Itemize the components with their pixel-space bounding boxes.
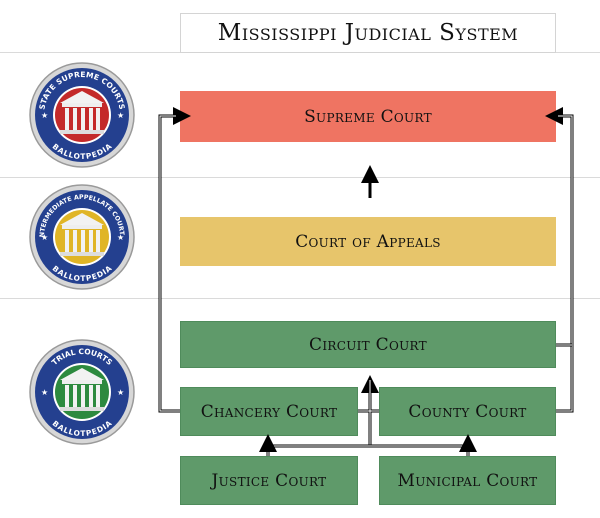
court-of-appeals-box: Court of Appeals (180, 217, 556, 266)
divider-line-middle (0, 177, 600, 178)
divider-line-top (0, 52, 180, 53)
svg-text:★: ★ (41, 388, 48, 397)
page-title: Mississippi Judicial System (180, 13, 556, 53)
justice-court-box: Justice Court (180, 456, 358, 505)
svg-text:★: ★ (117, 388, 124, 397)
svg-text:★: ★ (41, 111, 48, 120)
svg-text:★: ★ (117, 111, 124, 120)
supreme-court-box: Supreme Court (180, 91, 556, 142)
state-supreme-courts-badge: STATE SUPREME COURTS BALLOTPEDIA ★ ★ (29, 62, 135, 168)
chancery-court-box: Chancery Court (180, 387, 358, 436)
intermediate-appellate-courts-badge: INTERMEDIATE APPELLATE COURTS BALLOTPEDI… (29, 184, 135, 290)
municipal-court-box: Municipal Court (379, 456, 556, 505)
svg-text:★: ★ (41, 233, 48, 242)
divider-line-top-right (555, 52, 600, 53)
trial-courts-badge: TRIAL COURTS BALLOTPEDIA ★ ★ (29, 339, 135, 445)
svg-text:★: ★ (117, 233, 124, 242)
county-court-box: County Court (379, 387, 556, 436)
divider-line-lower (0, 298, 600, 299)
